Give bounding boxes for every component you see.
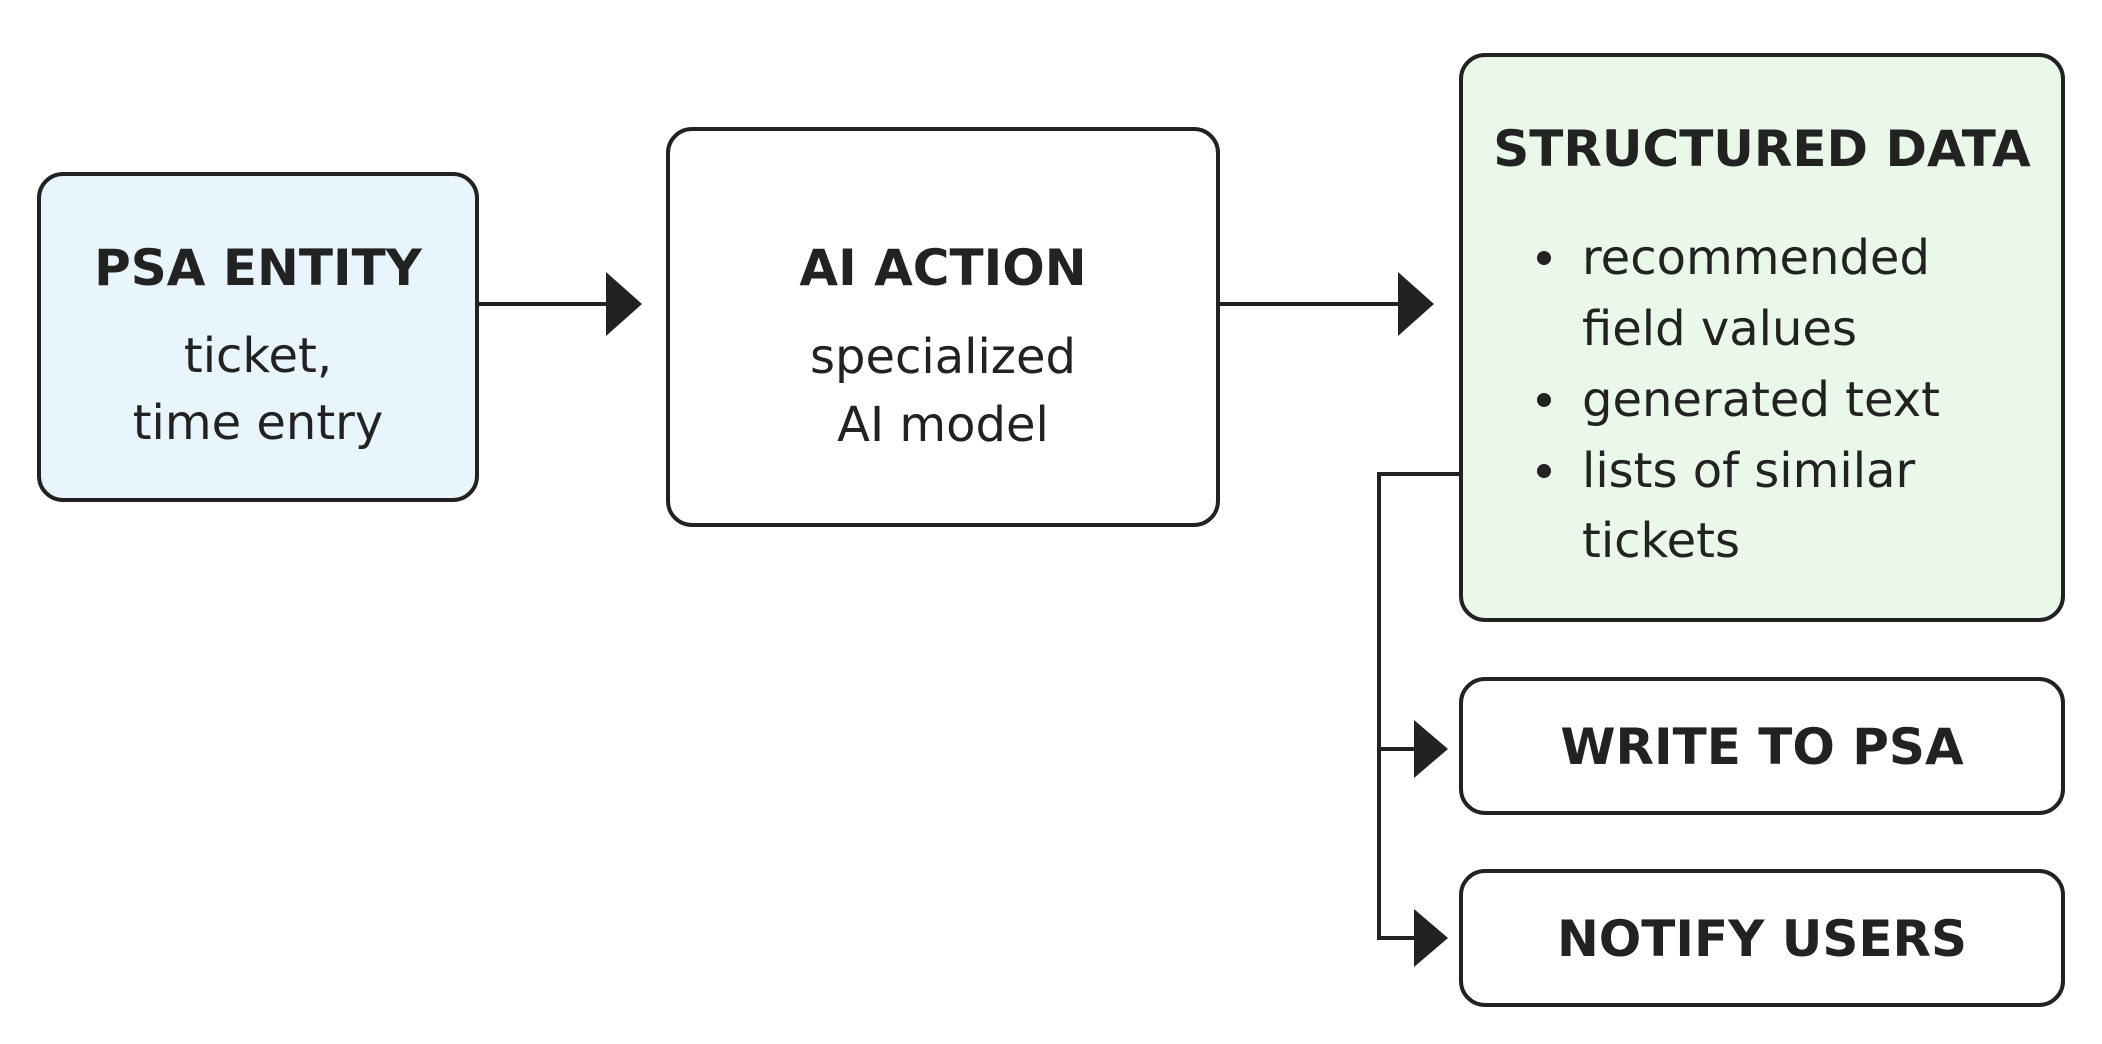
bullet-dot: [1537, 251, 1551, 265]
psa-entity-line-1: ticket,: [184, 328, 332, 384]
bullet-3-line-1: lists of similar: [1582, 443, 1915, 499]
branch-line: [1377, 472, 1461, 940]
node-write-to-psa: WRITE TO PSA: [1459, 677, 2065, 815]
bullet-dot: [1537, 464, 1551, 478]
arrowhead-psa-to-ai: [606, 272, 642, 336]
notify-users-title: NOTIFY USERS: [1557, 910, 1967, 968]
structured-data-title: STRUCTURED DATA: [1493, 120, 2031, 178]
bullet-dot: [1537, 393, 1551, 407]
notify-users-box: [1459, 869, 2065, 1007]
psa-entity-box: [37, 172, 479, 502]
bullet-3-line-2: tickets: [1582, 513, 1740, 569]
bullet-1-line-2: field values: [1582, 301, 1857, 357]
node-psa-entity: PSA ENTITY ticket, time entry: [37, 172, 479, 502]
write-to-psa-box: [1459, 677, 2065, 815]
connectors: [478, 272, 1461, 967]
node-ai-action: AI ACTION specialized AI model: [666, 127, 1220, 527]
arrowhead-to-notify: [1414, 909, 1448, 967]
psa-entity-title: PSA ENTITY: [94, 239, 423, 297]
node-notify-users: NOTIFY USERS: [1459, 869, 2065, 1007]
ai-action-box: [666, 127, 1220, 527]
ai-action-line-1: specialized: [810, 329, 1076, 385]
node-structured-data: STRUCTURED DATA recommended field values…: [1459, 53, 2065, 622]
ai-action-title: AI ACTION: [799, 239, 1086, 297]
structured-data-bullet-list: recommended field values generated text …: [1537, 230, 1940, 569]
write-to-psa-title: WRITE TO PSA: [1560, 718, 1964, 776]
structured-data-box: [1459, 53, 2065, 622]
arrowhead-ai-to-structured: [1398, 272, 1434, 336]
arrowhead-to-write: [1414, 720, 1448, 778]
bullet-1-line-1: recommended: [1582, 230, 1930, 286]
bullet-2-line-1: generated text: [1582, 372, 1940, 428]
ai-action-line-2: AI model: [837, 397, 1049, 453]
psa-entity-line-2: time entry: [133, 395, 384, 451]
